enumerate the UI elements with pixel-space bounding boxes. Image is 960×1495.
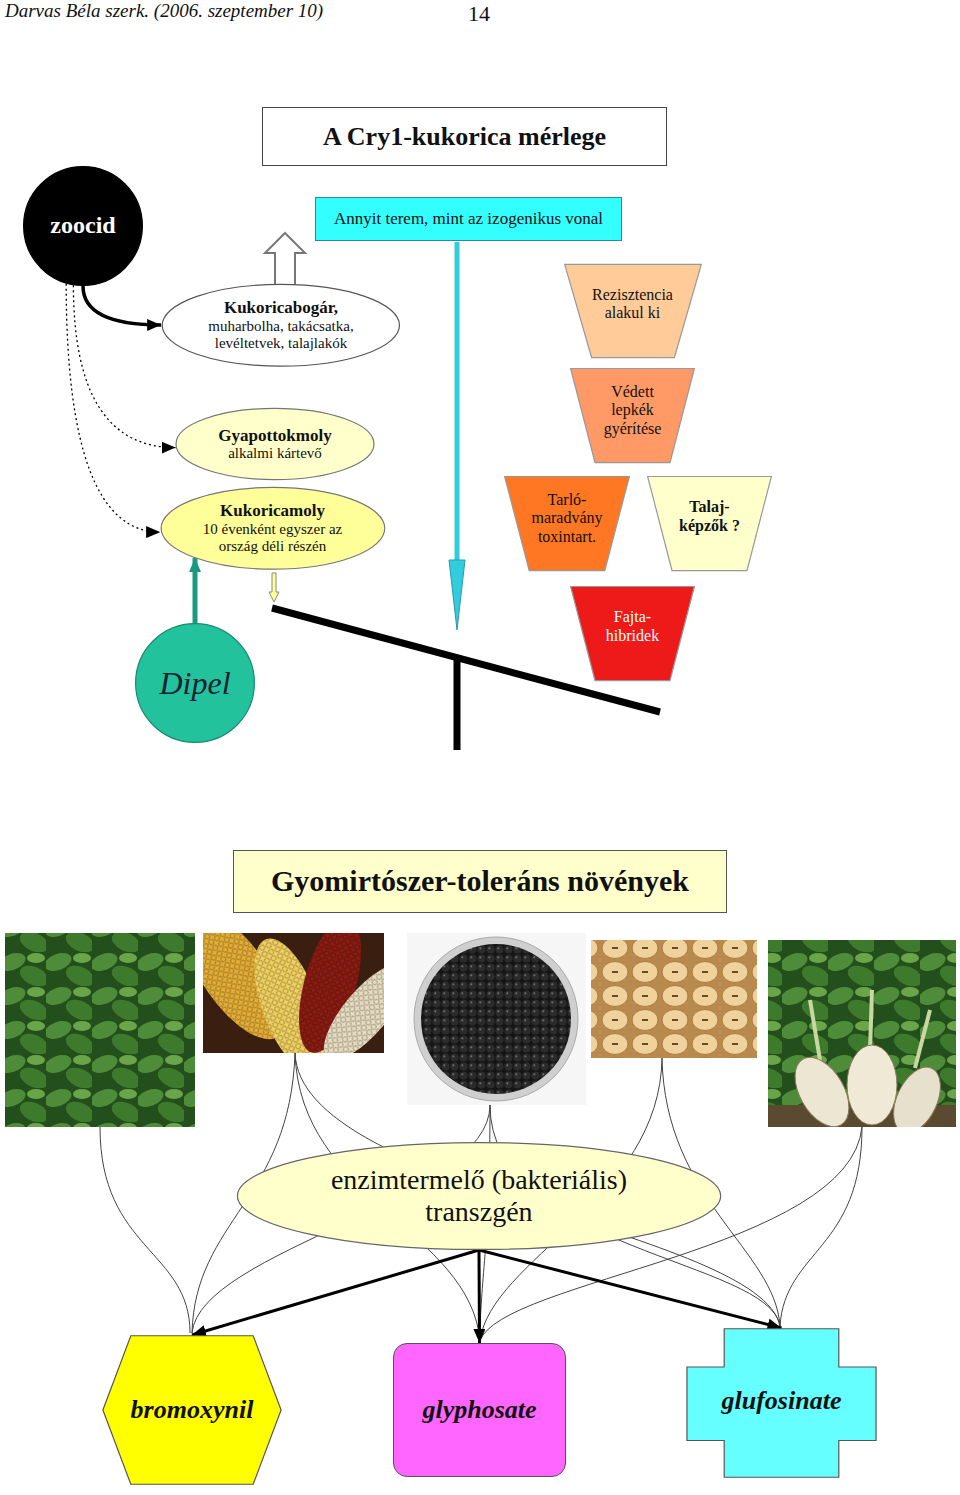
outline-shape — [162, 284, 399, 366]
text-group: Gyapottokmolyalkalmi kártevő — [218, 426, 331, 463]
node-text: enzimtermelő (bakteriális) transzgén — [306, 1164, 651, 1228]
connector — [66, 284, 160, 533]
connector — [83, 286, 161, 325]
herbicide-cross: glufosinate — [686, 1328, 877, 1478]
header-text: Darvas Béla szerk. (2006. szeptember 10) — [5, 0, 323, 22]
title-box: Gyomirtószer-toleráns növények — [233, 850, 727, 913]
risk-trapezoid: Rezisztencia alakul ki — [564, 264, 702, 358]
node-text: Védett lepkék gyérítése — [593, 383, 673, 438]
canola-photo — [407, 933, 586, 1105]
node-text: Talaj- képzők ? — [675, 498, 745, 535]
text-group: zoocid — [50, 212, 115, 240]
outline-shape — [505, 476, 630, 570]
yield-arrow-shaft — [455, 242, 460, 565]
risk-trapezoid: Fajta- hibridek — [570, 586, 695, 681]
text-group: Gyomirtószer-toleráns növények — [271, 864, 689, 899]
outline-shape — [687, 1329, 876, 1478]
increase-arrow — [265, 233, 305, 289]
text-group: Fajta- hibridek — [598, 608, 668, 645]
yield-box: Annyit terem, mint az izogenikus vonal — [315, 197, 622, 241]
tobacco-photo — [5, 933, 195, 1127]
title-box: A Cry1-kukorica mérlege — [262, 107, 667, 166]
risk-trapezoid: Talaj- képzők ? — [647, 476, 772, 571]
canola-seeds — [421, 944, 571, 1094]
connector — [477, 1250, 481, 1343]
node-text: Kukoricamoly — [195, 501, 350, 521]
outline-shape — [571, 368, 695, 462]
text-group: Védett lepkék gyérítése — [593, 383, 673, 438]
text-group: enzimtermelő (bakteriális) transzgén — [306, 1164, 651, 1228]
text-group: glufosinate — [722, 1386, 842, 1416]
text-group: Kukoricamoly10 évenként egyszer az orszá… — [195, 501, 350, 555]
sugarbeet-photo — [768, 940, 956, 1127]
corn-photo — [203, 933, 384, 1053]
outline-shape — [103, 1336, 281, 1485]
node-text: Gyomirtószer-toleráns növények — [271, 864, 689, 899]
text-group: Talaj- képzők ? — [675, 498, 745, 535]
dipel-circle: Dipel — [135, 623, 255, 743]
connector — [193, 558, 198, 623]
connector — [479, 1250, 782, 1328]
outline-shape — [237, 1143, 720, 1250]
corn-kernels — [311, 952, 384, 1053]
herbicide-box: glyphosate — [393, 1343, 566, 1477]
outline-shape — [564, 264, 701, 357]
pest-ellipse: Gyapottokmolyalkalmi kártevő — [175, 408, 375, 480]
text-group: glyphosate — [422, 1395, 536, 1425]
crop-line — [780, 1127, 862, 1326]
yield-arrow-head — [449, 560, 465, 630]
risk-trapezoid: Tarló- maradvány toxintart. — [504, 476, 630, 571]
corn-ear — [311, 952, 384, 1053]
outline-shape — [176, 408, 374, 479]
node-text: Gyapottokmoly — [218, 426, 331, 446]
outline-shape — [648, 476, 772, 570]
node-text: Dipel — [159, 665, 230, 702]
text-group: Rezisztencia alakul ki — [583, 286, 683, 323]
beet-root — [884, 1060, 950, 1127]
transgene-ellipse: enzimtermelő (bakteriális) transzgén — [235, 1142, 723, 1250]
small-weight-arrow — [269, 573, 279, 602]
node-text: 10 évenként egyszer az ország déli részé… — [195, 521, 350, 556]
balance-stand — [454, 660, 461, 750]
node-text: Kukoricabogár, — [198, 298, 363, 318]
node-text: Rezisztencia alakul ki — [583, 286, 683, 323]
node-text: alkalmi kártevő — [218, 445, 331, 462]
herbicide-hexagon: bromoxynil — [102, 1335, 282, 1485]
petri-dish — [414, 937, 578, 1101]
node-text: glyphosate — [422, 1395, 536, 1425]
canola-background — [407, 933, 586, 1105]
zoocid-circle: zoocid — [23, 166, 143, 286]
node-text: zoocid — [50, 212, 115, 240]
connector — [192, 1250, 479, 1335]
text-group: Annyit terem, mint az izogenikus vonal — [334, 209, 603, 229]
outline-shape — [571, 586, 695, 680]
soybean-photo — [591, 940, 757, 1058]
text-group: Dipel — [159, 665, 230, 702]
outline-shape — [136, 624, 255, 743]
connector — [73, 285, 175, 447]
text-group: Tarló- maradvány toxintart. — [522, 491, 612, 546]
page-number: 14 — [468, 1, 490, 26]
node-text: A Cry1-kukorica mérlege — [323, 122, 606, 152]
node-text: glufosinate — [722, 1386, 842, 1416]
pest-ellipse: Kukoricamoly10 évenként egyszer az orszá… — [160, 487, 386, 570]
node-text: muharbolha, takácsatka, levéltetvek, tal… — [198, 318, 363, 353]
outline-shape — [161, 487, 385, 569]
node-text: Tarló- maradvány toxintart. — [522, 491, 612, 546]
node-text: Annyit terem, mint az izogenikus vonal — [334, 209, 603, 229]
node-text: Fajta- hibridek — [598, 608, 668, 645]
crop-lines — [100, 1053, 862, 1341]
node-text: bromoxynil — [131, 1395, 254, 1425]
pest-ellipse: Kukoricabogár,muharbolha, takácsatka, le… — [161, 284, 401, 367]
risk-trapezoid: Védett lepkék gyérítése — [570, 368, 695, 463]
outline-shape — [24, 167, 143, 286]
crop-line — [100, 1127, 190, 1333]
text-group: A Cry1-kukorica mérlege — [323, 122, 606, 152]
text-group: Kukoricabogár,muharbolha, takácsatka, le… — [198, 298, 363, 352]
text-group: bromoxynil — [131, 1395, 254, 1425]
beet-root — [847, 1045, 897, 1125]
